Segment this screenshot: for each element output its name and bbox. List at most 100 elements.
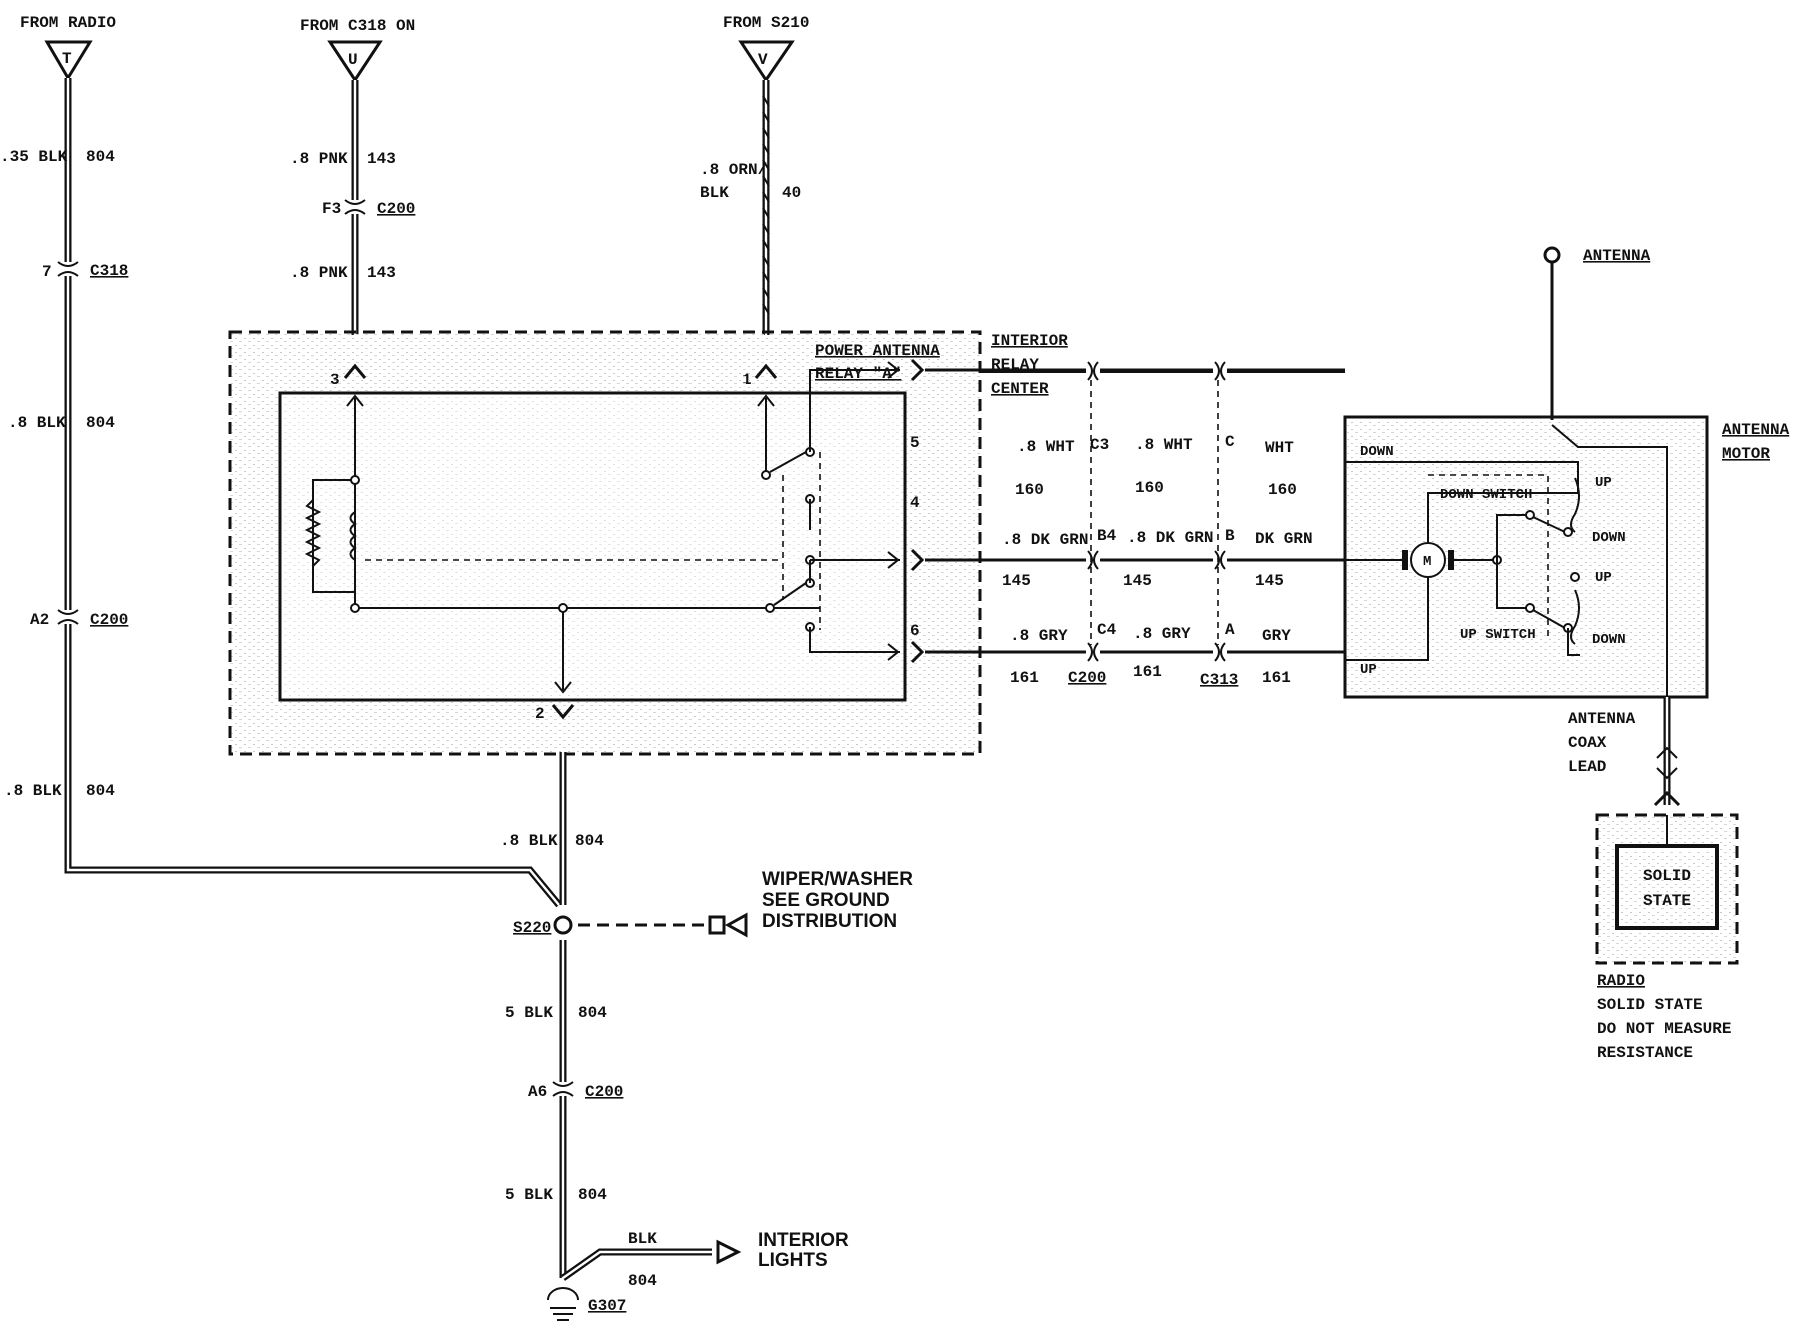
c200-connector-label: C200 bbox=[585, 1083, 623, 1101]
wire-804-ground: .8 BLK 804 S220 WIPER/WASHER SEE GROUND … bbox=[500, 752, 913, 1321]
gauge-label: .8 WHT bbox=[1017, 438, 1075, 456]
interior-lights-line1: INTERIOR bbox=[758, 1230, 849, 1251]
circuit-label: 145 bbox=[1123, 572, 1152, 590]
coax-label-line3: LEAD bbox=[1568, 758, 1606, 776]
connector-letter-v: V bbox=[758, 51, 768, 69]
antenna-motor: ANTENNA ANTENNA MOTOR DOWN UP DOWN SWITC… bbox=[1343, 246, 1790, 699]
c318-connector-label: C318 bbox=[90, 262, 128, 280]
relay-pin-5-label: 5 bbox=[910, 434, 920, 452]
circuit-label: 145 bbox=[1255, 572, 1284, 590]
motor-letter: M bbox=[1423, 554, 1431, 570]
c3-pin-label: C3 bbox=[1090, 436, 1109, 454]
relay-center-line1: INTERIOR bbox=[991, 332, 1068, 350]
switch-up-label: UP bbox=[1595, 475, 1612, 491]
wiper-washer-line2: SEE GROUND bbox=[762, 890, 890, 911]
b4-pin-label: B4 bbox=[1097, 527, 1117, 545]
circuit-label: 161 bbox=[1010, 669, 1039, 687]
wiper-washer-line3: DISTRIBUTION bbox=[762, 911, 897, 932]
circuit-label: 804 bbox=[86, 148, 115, 166]
connector-tie-lines bbox=[1090, 380, 1219, 645]
gauge-label: .8 BLK bbox=[4, 782, 62, 800]
radio-note-line3: DO NOT MEASURE bbox=[1597, 1020, 1731, 1038]
down-label: DOWN bbox=[1360, 444, 1394, 460]
from-c318-label: FROM C318 ON bbox=[300, 17, 415, 35]
c318-pin-label: 7 bbox=[42, 263, 52, 281]
circuit-label: 804 bbox=[578, 1004, 607, 1022]
source-from-radio: FROM RADIO T bbox=[20, 14, 116, 81]
wire-color-label: GRY bbox=[1262, 627, 1291, 645]
switch-down-label: DOWN bbox=[1592, 632, 1626, 648]
coax-label-line2: COAX bbox=[1568, 734, 1607, 752]
circuit-label: 143 bbox=[367, 150, 396, 168]
relay-center-line3: CENTER bbox=[991, 380, 1049, 398]
wire-145-dk-grn: .8 DK GRN B4 .8 DK GRN B DK GRN 145 145 … bbox=[925, 527, 1345, 590]
gauge-label: .8 PNK bbox=[290, 150, 348, 168]
motor-title-line1: ANTENNA bbox=[1722, 421, 1790, 439]
wire-color-label: DK GRN bbox=[1255, 530, 1313, 548]
circuit-label: 160 bbox=[1015, 481, 1044, 499]
source-from-s210: FROM S210 V bbox=[723, 14, 809, 83]
wire-161-gry: .8 GRY C4 .8 GRY A GRY 161 161 161 C200 … bbox=[925, 621, 1345, 689]
circuit-label: 804 bbox=[86, 414, 115, 432]
relay-pin-4-label: 4 bbox=[910, 494, 920, 512]
c200-pin-label: A2 bbox=[30, 611, 49, 629]
relay-title-line1: POWER ANTENNA bbox=[815, 342, 940, 360]
gauge-label-line2: BLK bbox=[700, 184, 729, 202]
wire-color-label: BLK bbox=[628, 1230, 657, 1248]
circuit-label: 40 bbox=[782, 184, 801, 202]
gauge-label: .8 BLK bbox=[500, 832, 558, 850]
f3-pin-label: F3 bbox=[322, 200, 341, 218]
gauge-label: .8 DK GRN bbox=[1002, 531, 1088, 549]
from-s210-label: FROM S210 bbox=[723, 14, 809, 32]
gauge-label: .8 GRY bbox=[1133, 625, 1191, 643]
gauge-label: 5 BLK bbox=[505, 1186, 553, 1204]
g307-ground-label: G307 bbox=[588, 1297, 626, 1315]
radio-note-line2: SOLID STATE bbox=[1597, 996, 1703, 1014]
solid-state-line1: SOLID bbox=[1643, 867, 1691, 885]
source-from-c318: FROM C318 ON U bbox=[300, 17, 415, 83]
circuit-label: 804 bbox=[578, 1186, 607, 1204]
connector-letter-t: T bbox=[62, 50, 72, 68]
down-switch-label: DOWN SWITCH bbox=[1440, 487, 1532, 503]
s220-splice-label: S220 bbox=[513, 919, 551, 937]
circuit-label: 160 bbox=[1268, 481, 1297, 499]
wire-804-left: .35 BLK 804 7 C318 .8 BLK 804 A2 C200 .8… bbox=[0, 78, 562, 908]
wire-160-wht: .8 WHT C3 .8 WHT C WHT 160 160 160 bbox=[925, 361, 1345, 499]
c200-connector-label: C200 bbox=[1068, 669, 1106, 687]
up-label: UP bbox=[1360, 662, 1377, 678]
c4-pin-label: C4 bbox=[1097, 621, 1117, 639]
wiper-washer-line1: WIPER/WASHER bbox=[762, 869, 913, 890]
circuit-label: 160 bbox=[1135, 479, 1164, 497]
relay-title-line2: RELAY "A" bbox=[815, 365, 901, 383]
circuit-label: 804 bbox=[575, 832, 604, 850]
switch-down-label: DOWN bbox=[1592, 530, 1626, 546]
b-pin-label: B bbox=[1225, 527, 1235, 545]
circuit-label: 804 bbox=[628, 1272, 657, 1290]
from-radio-label: FROM RADIO bbox=[20, 14, 116, 32]
circuit-label: 143 bbox=[367, 264, 396, 282]
a6-pin-label: A6 bbox=[528, 1083, 547, 1101]
antenna-coax-lead: ANTENNA COAX LEAD bbox=[1568, 697, 1681, 807]
circuit-label: 161 bbox=[1262, 669, 1291, 687]
c-pin-label: C bbox=[1225, 433, 1235, 451]
gauge-label: .8 PNK bbox=[290, 264, 348, 282]
solid-state-line2: STATE bbox=[1643, 892, 1691, 910]
interior-lights-line2: LIGHTS bbox=[758, 1250, 828, 1271]
gauge-label: .8 BLK bbox=[8, 414, 66, 432]
radio-note-line4: RESISTANCE bbox=[1597, 1044, 1693, 1062]
gauge-label: .35 BLK bbox=[0, 148, 68, 166]
radio-label: RADIO bbox=[1597, 972, 1645, 990]
wire-143-pnk: .8 PNK 143 F3 C200 .8 PNK 143 3 bbox=[290, 80, 415, 389]
relay-pin-2-label: 2 bbox=[535, 705, 545, 723]
wire-color-label: WHT bbox=[1265, 439, 1294, 457]
switch-up-label: UP bbox=[1595, 570, 1612, 586]
c200-connector-label: C200 bbox=[377, 200, 415, 218]
gauge-label: .8 WHT bbox=[1135, 436, 1193, 454]
relay-pin-6-label: 6 bbox=[910, 622, 920, 640]
motor-title-line2: MOTOR bbox=[1722, 445, 1770, 463]
a-pin-label: A bbox=[1225, 621, 1235, 639]
gauge-label-line1: .8 ORN/ bbox=[700, 161, 767, 179]
c313-connector-label: C313 bbox=[1200, 671, 1238, 689]
circuit-label: 145 bbox=[1002, 572, 1031, 590]
